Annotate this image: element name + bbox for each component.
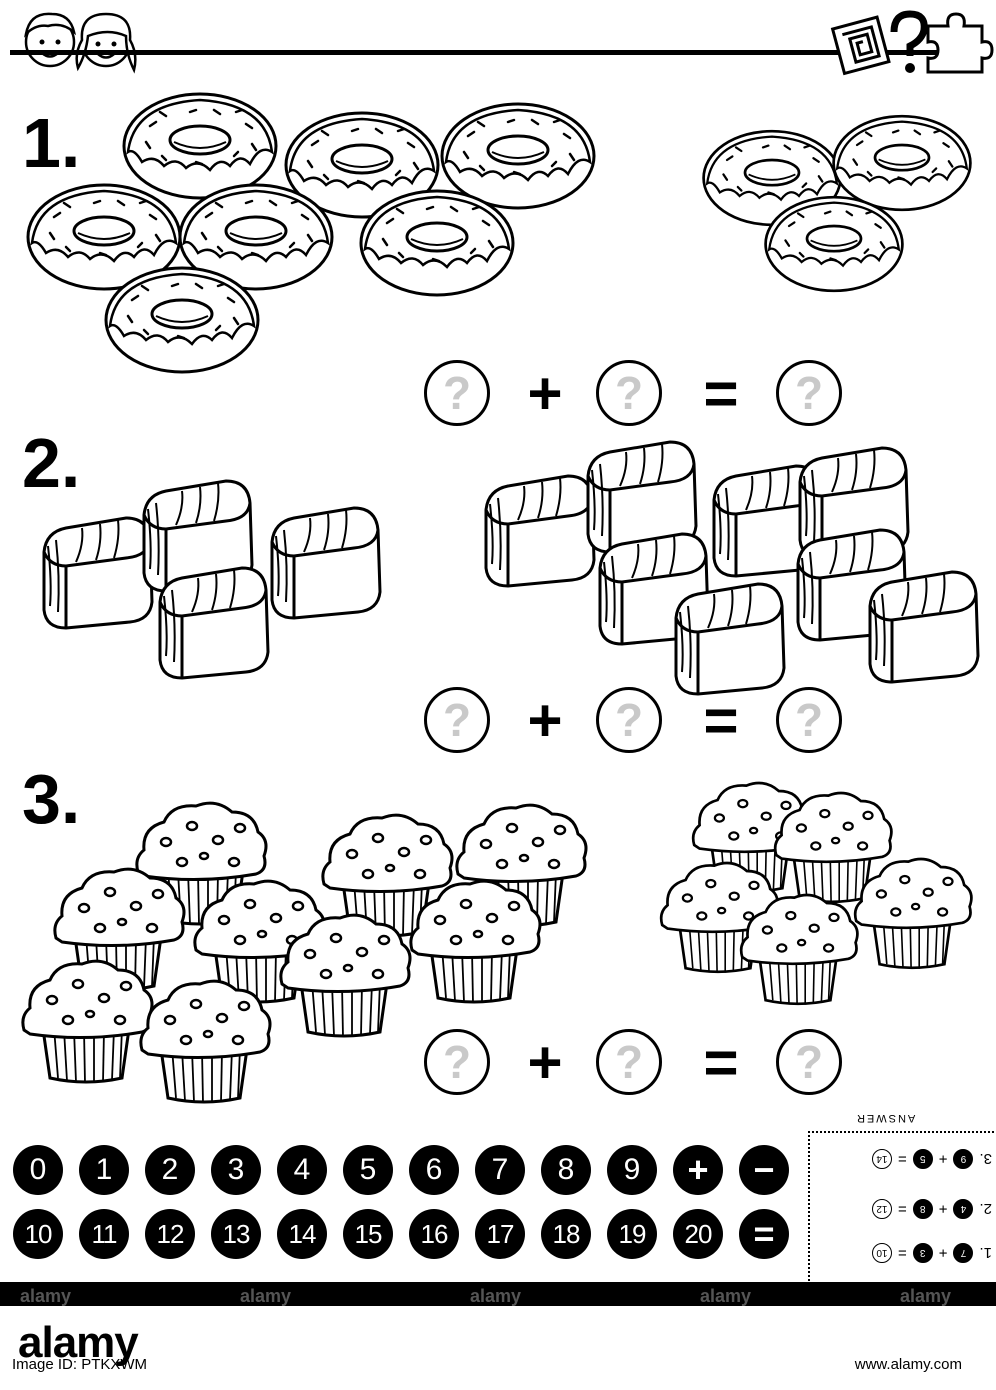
plus-sign: + bbox=[527, 1029, 563, 1096]
equals-sign: = bbox=[703, 1029, 739, 1096]
answer-key-box bbox=[808, 1131, 996, 1281]
answer-eq: = bbox=[897, 1244, 907, 1262]
number-token[interactable]: 14 bbox=[277, 1209, 327, 1259]
puzzle-icons bbox=[830, 10, 994, 76]
equals-token[interactable]: = bbox=[739, 1209, 789, 1259]
brand-logo[interactable]: alamy bbox=[18, 1318, 139, 1367]
number-token[interactable]: 6 bbox=[409, 1145, 459, 1195]
number-token[interactable]: 1 bbox=[79, 1145, 129, 1195]
answer-number: 7 bbox=[953, 1243, 974, 1263]
question-mark: ? bbox=[442, 1036, 472, 1088]
watermark: alamy bbox=[20, 1286, 72, 1306]
answer-op: + bbox=[938, 1150, 948, 1168]
equals-sign: = bbox=[703, 687, 739, 754]
answer-circle-1[interactable]: ? bbox=[424, 360, 490, 426]
answer-eq: = bbox=[897, 1150, 907, 1168]
equation-row-2: ? + ? = ? bbox=[420, 683, 860, 763]
plus-token[interactable]: + bbox=[673, 1145, 723, 1195]
footer-bar bbox=[0, 1282, 996, 1306]
equation-row-1: ? + ? = ? bbox=[420, 356, 860, 436]
number-token[interactable]: 16 bbox=[409, 1209, 459, 1259]
answer-circle-3[interactable]: ? bbox=[776, 687, 842, 753]
site-url[interactable]: www.alamy.com bbox=[854, 1356, 962, 1373]
section-number: 2. bbox=[22, 424, 81, 502]
answer-circle-3[interactable]: ? bbox=[776, 360, 842, 426]
question-mark: ? bbox=[442, 367, 472, 419]
minus-token[interactable]: − bbox=[739, 1145, 789, 1195]
section-number: 1. bbox=[22, 104, 81, 182]
answer-number: 5 bbox=[912, 1149, 933, 1169]
number-token[interactable]: 9 bbox=[607, 1145, 657, 1195]
answer-line: 1. 7 + 3 = 10 bbox=[812, 1240, 992, 1266]
number-token[interactable]: 17 bbox=[475, 1209, 525, 1259]
plus-sign: + bbox=[527, 360, 563, 427]
answer-number: 4 bbox=[953, 1199, 974, 1219]
answer-op: + bbox=[938, 1244, 948, 1262]
answer-title: ANSWER bbox=[855, 1112, 916, 1124]
answer-label: 2. bbox=[979, 1200, 992, 1218]
answer-number: 14 bbox=[871, 1149, 892, 1169]
number-token[interactable]: 10 bbox=[13, 1209, 63, 1259]
number-token[interactable]: 4 bbox=[277, 1145, 327, 1195]
question-mark: ? bbox=[614, 1036, 644, 1088]
number-token[interactable]: 3 bbox=[211, 1145, 261, 1195]
number-token[interactable]: 0 bbox=[13, 1145, 63, 1195]
question-mark: ? bbox=[614, 367, 644, 419]
question-mark: ? bbox=[614, 694, 644, 746]
question-mark: ? bbox=[442, 694, 472, 746]
number-token[interactable]: 20 bbox=[673, 1209, 723, 1259]
number-token[interactable]: 18 bbox=[541, 1209, 591, 1259]
answer-number: 8 bbox=[912, 1199, 933, 1219]
number-token[interactable]: 8 bbox=[541, 1145, 591, 1195]
number-token[interactable]: 2 bbox=[145, 1145, 195, 1195]
number-token[interactable]: 7 bbox=[475, 1145, 525, 1195]
answer-number: 9 bbox=[953, 1149, 974, 1169]
number-token[interactable]: 5 bbox=[343, 1145, 393, 1195]
muffin-icon bbox=[853, 857, 973, 971]
equals-sign: = bbox=[703, 360, 739, 427]
answer-circle-3[interactable]: ? bbox=[776, 1029, 842, 1095]
number-token[interactable]: 19 bbox=[607, 1209, 657, 1259]
image-id: Image ID: PTKXWM bbox=[12, 1356, 148, 1373]
answer-label: 1. bbox=[979, 1244, 992, 1262]
answer-circle-2[interactable]: ? bbox=[596, 1029, 662, 1095]
answer-line: 2. 4 + 8 = 12 bbox=[812, 1196, 992, 1222]
answer-label: 3. bbox=[979, 1150, 992, 1168]
section-number: 3. bbox=[22, 760, 81, 838]
answer-number: 12 bbox=[871, 1199, 892, 1219]
question-mark: ? bbox=[794, 1036, 824, 1088]
watermark: alamy bbox=[700, 1286, 752, 1306]
watermark: alamy bbox=[240, 1286, 292, 1306]
number-token[interactable]: 12 bbox=[145, 1209, 195, 1259]
question-mark: ? bbox=[794, 367, 824, 419]
watermark: alamy bbox=[470, 1286, 522, 1306]
answer-circle-2[interactable]: ? bbox=[596, 687, 662, 753]
question-mark: ? bbox=[794, 694, 824, 746]
answer-circle-1[interactable]: ? bbox=[424, 1029, 490, 1095]
answer-circle-2[interactable]: ? bbox=[596, 360, 662, 426]
answer-op: + bbox=[938, 1200, 948, 1218]
number-token[interactable]: 11 bbox=[79, 1209, 129, 1259]
number-token[interactable]: 15 bbox=[343, 1209, 393, 1259]
plus-sign: + bbox=[527, 687, 563, 754]
answer-circle-1[interactable]: ? bbox=[424, 687, 490, 753]
equation-row-3: ? + ? = ? bbox=[420, 1025, 860, 1105]
muffin-group-right bbox=[659, 781, 973, 1007]
header-rule bbox=[10, 50, 985, 55]
answer-eq: = bbox=[897, 1200, 907, 1218]
watermark: alamy bbox=[900, 1286, 952, 1306]
answer-line: 3. 9 + 5 = 14 bbox=[812, 1146, 992, 1172]
answer-number: 3 bbox=[912, 1243, 933, 1263]
number-token[interactable]: 13 bbox=[211, 1209, 261, 1259]
answer-number: 10 bbox=[871, 1243, 892, 1263]
